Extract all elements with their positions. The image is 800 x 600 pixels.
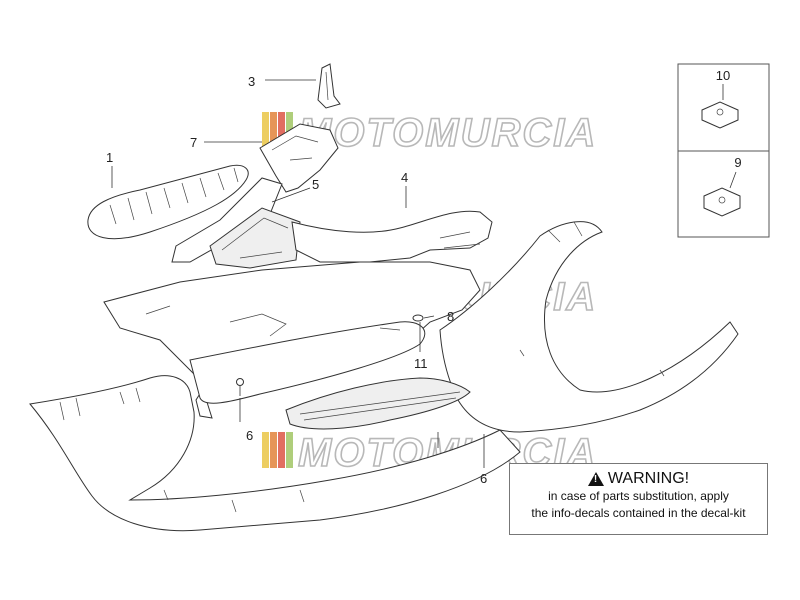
watermark-text: MOTOMURCIA [298, 111, 597, 155]
callout-4: 4 [401, 170, 408, 185]
warning-title-row: WARNING! [510, 470, 767, 488]
warning-line-1: in case of parts substitution, apply [548, 489, 729, 503]
step-plate [285, 377, 471, 430]
callout-6-left: 6 [246, 428, 253, 443]
callout-1: 1 [106, 150, 113, 165]
part-3-bracket [317, 63, 341, 109]
warning-notice: WARNING! in case of parts substitution, … [509, 463, 768, 535]
inset-box-9: 9 [677, 150, 770, 238]
leader-lines [111, 79, 485, 468]
callout-10: 10 [716, 68, 730, 83]
part-4-side-panel [291, 210, 493, 263]
warning-line-2: the info-decals contained in the decal-k… [531, 506, 746, 520]
warning-triangle-icon [587, 472, 604, 486]
callout-3: 3 [248, 74, 255, 89]
callout-9: 9 [734, 155, 741, 170]
callout-7: 7 [190, 135, 197, 150]
nut-8 [412, 314, 424, 322]
inset-box-10: 10 [677, 63, 770, 152]
callout-11: 11 [414, 356, 428, 371]
part-7-cover [171, 123, 339, 263]
main-footboard [103, 261, 481, 419]
callout-6-right: 6 [480, 471, 487, 486]
part-5-tunnel [209, 207, 301, 269]
part-1-floor-mat [87, 164, 249, 240]
rear-body-panel [439, 221, 739, 433]
warning-title: WARNING! [607, 470, 690, 487]
callout-8: 8 [447, 309, 454, 324]
lower-fairing [29, 375, 521, 532]
callout-5: 5 [312, 177, 319, 192]
screw-6 [236, 378, 244, 396]
